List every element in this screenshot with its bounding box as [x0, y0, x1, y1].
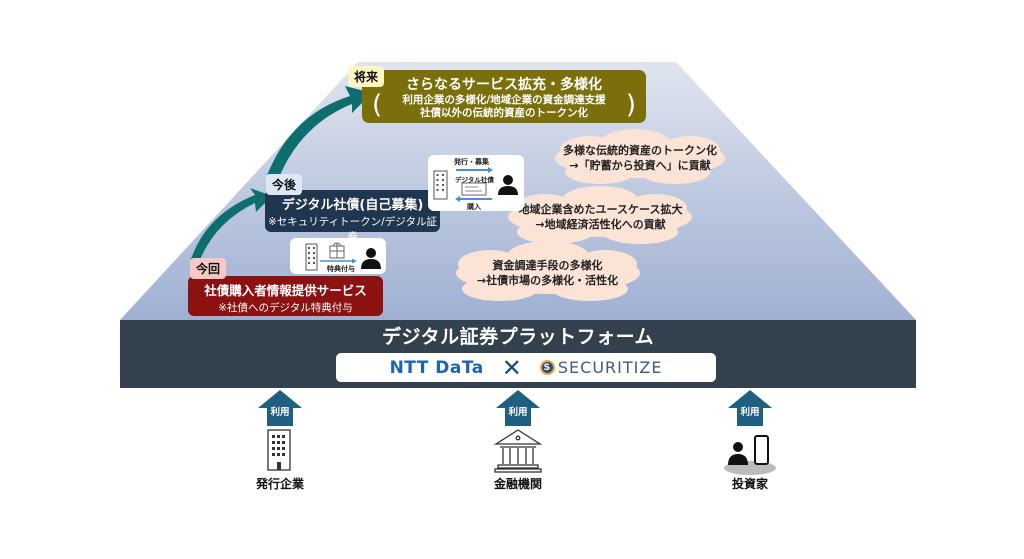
- cloud-2: [508, 186, 692, 244]
- cloud-text-3: 資金調達手段の多様化 →社債市場の多様化・活性化: [455, 258, 640, 288]
- growth-arrow-now-to-next: [190, 188, 272, 262]
- securitize-logo: S SECURITIZE: [539, 358, 663, 377]
- flow-graphic: [433, 167, 518, 202]
- person-icon: [361, 248, 381, 269]
- actor-issuer-label: 発行企業: [255, 477, 304, 491]
- platform-title: デジタル証券プラットフォーム: [381, 326, 655, 348]
- collaboration-cross-icon: ✕: [501, 353, 522, 382]
- left-arrow-icon: [455, 196, 492, 202]
- securitize-coin-icon: S: [539, 360, 555, 375]
- use-label-investor: 利用: [740, 407, 760, 418]
- actor-financial-label: 金融機関: [493, 477, 542, 491]
- cloud-text-2: 地域企業含めたユースケース拡大 →地域経済活性化への貢献: [508, 202, 693, 232]
- cloud-1-line2: →「貯蓄から投資へ」に貢献: [569, 159, 711, 172]
- digital-bond-flow-card: 発行・募集 デジタル社債 購入: [428, 155, 524, 211]
- cloud-3: [456, 241, 640, 301]
- next-subtitle: ※セキュリティトークン/デジタル証券: [268, 216, 437, 243]
- actors-graphic: [258, 390, 776, 475]
- cloud-3-line1: 資金調達手段の多様化: [492, 259, 603, 272]
- building-icon: [305, 243, 318, 271]
- digital-bond-label: デジタル社債: [455, 176, 494, 184]
- up-arrow-investor: [728, 390, 772, 426]
- actor-investor-label: 投資家: [731, 477, 768, 491]
- future-stage-box: さらなるサービス拡充・多様化 ( ) 利用企業の多様化/地域企業の資金調達支援 …: [362, 70, 646, 123]
- cloud-3-line2: →社債市場の多様化・活性化: [476, 274, 619, 287]
- right-arrow-icon: [320, 258, 357, 264]
- now-title: 社債購入者情報提供サービス: [204, 283, 367, 298]
- building-icon: [433, 170, 448, 200]
- cloud-1: [555, 129, 725, 184]
- use-label-issuer: 利用: [270, 407, 290, 418]
- left-bracket: (: [372, 90, 383, 120]
- cloud-text-1: 多様な伝統的資産のトークン化 →「貯蓄から投資へ」に貢献: [555, 143, 725, 173]
- issue-offer-label: 発行・募集: [454, 158, 489, 166]
- cloud-2-line1: 地域企業含めたユースケース拡大: [518, 203, 683, 216]
- future-line-1: 利用企業の多様化/地域企業の資金調達支援: [402, 94, 606, 106]
- benefit-flow-card: 特典付与: [290, 238, 386, 274]
- partner-logos: NTT DaTa ✕ S SECURITIZE: [336, 353, 716, 382]
- person-icon: [498, 175, 518, 195]
- cloud-1-line1: 多様な伝統的資産のトークン化: [563, 144, 717, 157]
- future-line-2: 社債以外の伝統的資産のトークン化: [420, 107, 588, 119]
- purchase-label: 購入: [467, 203, 481, 211]
- up-arrow-financial: [496, 390, 540, 426]
- growth-arrow-next-to-future: [266, 86, 372, 180]
- right-bracket: ): [625, 90, 636, 120]
- now-stage-box: 社債購入者情報提供サービス ※社債へのデジタル特典付与: [188, 276, 383, 316]
- investor-smartphone-icon: [724, 435, 776, 475]
- office-building-icon: [267, 429, 291, 471]
- next-tag: 今後: [266, 174, 303, 195]
- next-title: デジタル社債(自己募集): [281, 198, 424, 213]
- benefit-graphic: [305, 242, 381, 271]
- securitize-wordmark: SECURITIZE: [557, 358, 663, 377]
- bond-certificate-icon: [461, 182, 487, 196]
- now-subtitle: ※社債へのデジタル特典付与: [218, 302, 353, 314]
- now-tag: 今回: [190, 258, 227, 279]
- use-label-financial: 利用: [508, 407, 528, 418]
- bank-icon: [493, 429, 543, 473]
- cloud-2-line2: →地域経済活性化への貢献: [535, 218, 666, 231]
- next-stage-box: デジタル社債(自己募集) ※セキュリティトークン/デジタル証券: [265, 190, 440, 243]
- up-arrow-issuer: [258, 390, 302, 426]
- gift-icon: [329, 242, 345, 259]
- benefit-label: 特典付与: [327, 265, 355, 273]
- future-title: さらなるサービス拡充・多様化: [406, 77, 602, 93]
- ntt-data-logo: NTT DaTa: [389, 357, 484, 378]
- future-tag: 将来: [348, 66, 385, 87]
- right-arrow-icon: [456, 167, 493, 173]
